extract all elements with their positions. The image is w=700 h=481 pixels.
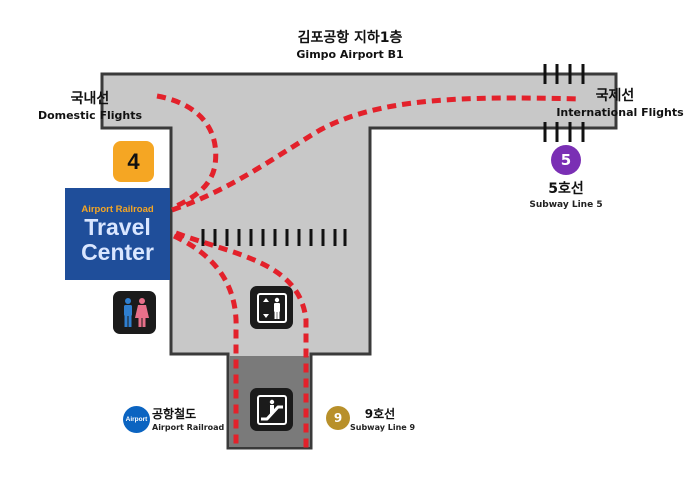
airport-railroad-badge: Airport — [123, 406, 150, 433]
restroom-icon-glyph — [123, 297, 149, 327]
gate-4-badge: 4 — [113, 141, 154, 182]
escalator-icon — [250, 388, 293, 431]
travel-center-line1: Travel — [84, 214, 151, 240]
turnstile-row — [201, 229, 347, 246]
airport-railroad-label-ko: 공항철도 — [152, 407, 197, 421]
page-title-en: Gimpo Airport B1 — [296, 48, 404, 61]
floor-area — [100, 72, 618, 450]
travel-center-small: Airport Railroad — [81, 204, 154, 215]
line-5-label-ko: 5호선 — [548, 181, 584, 197]
escalator-icon-glyph — [256, 394, 287, 425]
elevator-icon-glyph — [256, 292, 287, 323]
line-5-badge: 5 — [551, 145, 581, 175]
travel-center-box — [65, 188, 170, 280]
route-domestic — [156, 93, 219, 211]
turnstile-icon — [543, 64, 585, 142]
route-to-escalator-right — [175, 230, 309, 448]
elevator-icon — [250, 286, 293, 329]
line-9-label-ko: 9호선 — [364, 407, 396, 421]
international-label-ko: 국제선 — [595, 88, 635, 104]
line-9-label-en: Subway Line 9 — [350, 423, 416, 432]
travel-center-line2: Center — [81, 239, 154, 265]
page-title-ko: 김포공항 지하1층 — [297, 30, 403, 46]
walking-routes — [156, 93, 581, 448]
line-9-badge: 9 — [326, 406, 350, 430]
international-label-en: International Flights — [556, 106, 684, 119]
airport-railroad-label-en: Airport Railroad — [152, 423, 225, 432]
restroom-icon — [113, 291, 156, 334]
domestic-label-en: Domestic Flights — [37, 109, 143, 122]
domestic-label-ko: 국내선 — [70, 91, 110, 107]
route-to-escalator-left — [172, 233, 239, 448]
line-5-label-en: Subway Line 5 — [529, 200, 603, 210]
